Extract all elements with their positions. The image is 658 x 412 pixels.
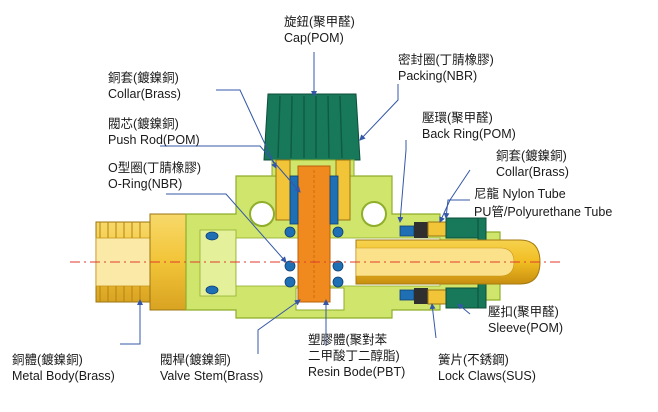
collar-right-part-b	[427, 289, 447, 305]
label-collar-left: 銅套(鍍鎳銅) Collar(Brass)	[108, 71, 181, 101]
back-ring-part-b	[414, 288, 428, 304]
collar-left-part	[275, 159, 291, 221]
collar-right-part	[427, 221, 447, 237]
back-ring-part	[414, 222, 428, 238]
seal-parts	[205, 175, 415, 301]
label-resin-body: 塑膠體(聚對苯 二甲酸丁二醇脂) Resin Bode(PBT)	[308, 333, 406, 379]
label-cap: 旋鈕(聚甲醛) Cap(POM)	[284, 15, 355, 45]
label-pu-tube: PU管/Polyurethane Tube	[474, 205, 613, 219]
label-metal-body: 銅體(鍍鎳銅) Metal Body(Brass)	[12, 353, 115, 383]
label-lock-claws: 簧片(不銹鋼) Lock Claws(SUS)	[438, 353, 536, 383]
label-packing: 密封圈(丁腈橡膠) Packing(NBR)	[398, 53, 494, 83]
label-o-ring: O型圈(丁腈橡膠) O-Ring(NBR)	[108, 161, 202, 191]
label-push-rod: 閥芯(鍍鎳銅) Push Rod(POM)	[108, 117, 200, 147]
valve-stem-part	[297, 165, 331, 303]
leader-lines	[120, 52, 471, 354]
label-nylon-tube: 尼龍 Nylon Tube	[474, 187, 566, 201]
label-valve-stem: 閥桿(鍍鎳銅) Valve Stem(Brass)	[160, 353, 264, 383]
label-collar-right: 銅套(鍍鎳銅) Collar(Brass)	[496, 149, 569, 179]
label-sleeve: 壓扣(聚甲醛) Sleeve(POM)	[488, 305, 564, 335]
label-back-ring: 壓環(聚甲醛) Back Ring(POM)	[422, 111, 516, 141]
